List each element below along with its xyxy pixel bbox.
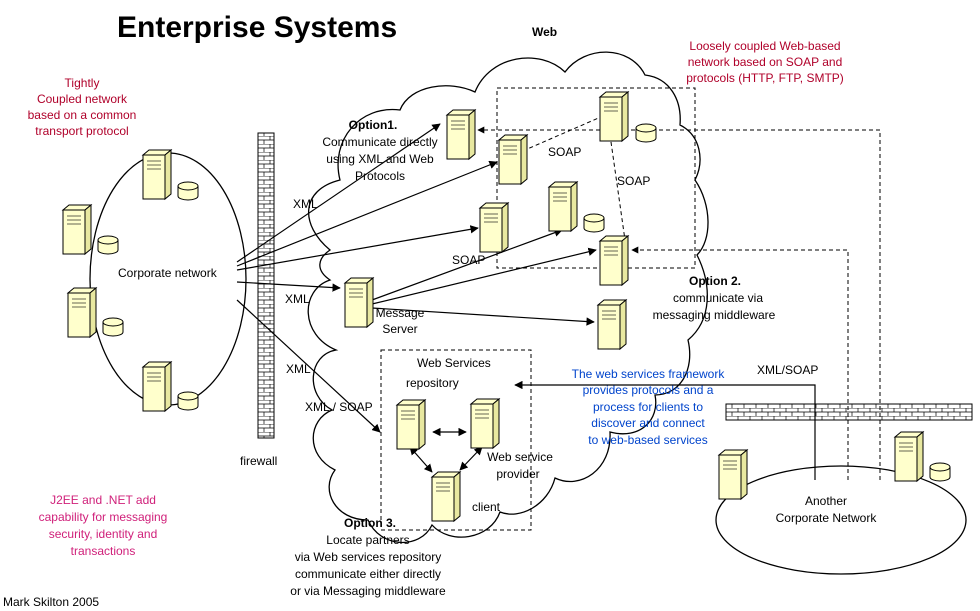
another-network-label: Another Corporate Network bbox=[776, 494, 878, 525]
corporate-server-1 bbox=[142, 149, 172, 200]
svg-text:communicate either directly: communicate either directly bbox=[295, 567, 441, 581]
svg-text:provides protocols and a: provides protocols and a bbox=[583, 383, 714, 397]
web-services-repository-box bbox=[380, 349, 532, 531]
web-server-soap-2 bbox=[479, 202, 509, 253]
svg-text:to web-based services: to web-based services bbox=[588, 433, 707, 447]
another-server-1 bbox=[718, 449, 748, 500]
another-corporate-network-ellipse bbox=[715, 465, 967, 575]
xml-label-3: XML bbox=[286, 362, 311, 376]
xml-soap-right-label: XML/SOAP bbox=[757, 363, 818, 377]
client-label: client bbox=[472, 500, 501, 514]
j2ee-note: J2EE and .NET add capability for messagi… bbox=[39, 493, 168, 558]
svg-text:Tightly: Tightly bbox=[65, 76, 100, 90]
web-server-option1 bbox=[446, 109, 476, 160]
web-disk-soap-mid bbox=[583, 213, 605, 233]
message-server bbox=[344, 277, 374, 328]
corporate-disk-3 bbox=[102, 317, 124, 337]
web-label: Web bbox=[532, 25, 557, 39]
svg-text:Communicate directly: Communicate directly bbox=[322, 135, 437, 149]
page-title: Enterprise Systems bbox=[117, 11, 397, 44]
soap-label-2: SOAP bbox=[617, 174, 650, 188]
svg-text:network based on SOAP and: network based on SOAP and bbox=[688, 55, 843, 69]
web-disk-soap-top bbox=[635, 123, 657, 143]
svg-text:The web services framework: The web services framework bbox=[572, 367, 726, 381]
xml-label-2: XML bbox=[285, 292, 310, 306]
svg-text:messaging middleware: messaging middleware bbox=[653, 308, 776, 322]
svg-text:Message: Message bbox=[376, 306, 425, 320]
firewall-right bbox=[725, 403, 973, 421]
svg-text:capability for messaging: capability for messaging bbox=[39, 510, 168, 524]
option3-label: Option 3. Locate partners via Web servic… bbox=[290, 516, 446, 598]
another-server-2 bbox=[894, 431, 924, 482]
soap-region-box bbox=[496, 87, 696, 269]
corporate-server-2 bbox=[62, 204, 92, 255]
svg-text:Coupled network: Coupled network bbox=[37, 92, 128, 106]
svg-text:Corporate Network: Corporate Network bbox=[776, 511, 878, 525]
svg-text:Locate partners: Locate partners bbox=[326, 533, 409, 547]
svg-text:repository: repository bbox=[406, 376, 459, 390]
corporate-disk-4 bbox=[177, 391, 199, 411]
web-server-middleware bbox=[599, 235, 629, 286]
svg-text:Option 3.: Option 3. bbox=[344, 516, 396, 530]
another-disk-2 bbox=[929, 462, 951, 482]
ws-provider-label: Web service provider bbox=[487, 450, 553, 481]
web-service-provider-server bbox=[470, 398, 500, 449]
soap-label-1: SOAP bbox=[548, 145, 581, 159]
svg-text:communicate via: communicate via bbox=[673, 291, 763, 305]
xml-soap-label: XML / SOAP bbox=[305, 400, 373, 414]
corporate-disk-2 bbox=[97, 235, 119, 255]
svg-text:Protocols: Protocols bbox=[355, 169, 405, 183]
author-credit: Mark Skilton 2005 bbox=[3, 595, 99, 609]
svg-text:using XML and Web: using XML and Web bbox=[326, 152, 434, 166]
svg-text:Web service: Web service bbox=[487, 450, 553, 464]
corporate-server-4 bbox=[142, 361, 172, 412]
option1-label: Option1. Communicate directly using XML … bbox=[322, 118, 437, 183]
svg-text:Web Services: Web Services bbox=[417, 356, 491, 370]
web-server-soap-top bbox=[599, 91, 629, 142]
svg-text:Loosely coupled Web-based: Loosely coupled Web-based bbox=[689, 39, 840, 53]
web-server-soap-mid bbox=[548, 181, 578, 232]
svg-text:transactions: transactions bbox=[71, 544, 136, 558]
client-server bbox=[431, 471, 461, 522]
svg-text:Option 2.: Option 2. bbox=[689, 274, 741, 288]
svg-text:based on a common: based on a common bbox=[28, 108, 137, 122]
svg-text:transport protocol: transport protocol bbox=[35, 124, 128, 138]
firewall-label: firewall bbox=[240, 454, 277, 468]
svg-text:via Web services repository: via Web services repository bbox=[295, 550, 442, 564]
tightly-coupled-note: Tightly Coupled network based on a commo… bbox=[28, 76, 137, 138]
corporate-network-label: Corporate network bbox=[118, 266, 218, 280]
ws-repository-label: Web Services repository bbox=[406, 356, 491, 390]
svg-text:Server: Server bbox=[382, 322, 417, 336]
loosely-coupled-note: Loosely coupled Web-based network based … bbox=[686, 39, 844, 85]
message-server-label: Message Server bbox=[376, 306, 425, 336]
svg-text:protocols (HTTP, FTP, SMTP): protocols (HTTP, FTP, SMTP) bbox=[686, 71, 844, 85]
xml-label-1: XML bbox=[293, 197, 318, 211]
ws-framework-note: The web services framework provides prot… bbox=[572, 367, 726, 447]
svg-text:security, identity and: security, identity and bbox=[49, 527, 158, 541]
svg-text:Option1.: Option1. bbox=[349, 118, 398, 132]
svg-text:discover and connect: discover and connect bbox=[591, 416, 705, 430]
web-server-soap-1 bbox=[498, 134, 528, 185]
web-server-messaging bbox=[597, 299, 627, 350]
svg-text:provider: provider bbox=[496, 467, 539, 481]
option2-label: Option 2. communicate via messaging midd… bbox=[653, 274, 776, 322]
soap-label-3: SOAP bbox=[452, 253, 485, 267]
firewall-wall bbox=[257, 132, 275, 439]
corporate-server-3 bbox=[67, 287, 97, 338]
svg-text:J2EE and .NET add: J2EE and .NET add bbox=[50, 493, 156, 507]
svg-text:process for clients to: process for clients to bbox=[593, 400, 703, 414]
svg-text:Another: Another bbox=[805, 494, 847, 508]
svg-text:or via Messaging middleware: or via Messaging middleware bbox=[290, 584, 446, 598]
corporate-disk-1 bbox=[177, 181, 199, 201]
connection-lines bbox=[236, 123, 816, 480]
repository-server bbox=[396, 399, 426, 450]
